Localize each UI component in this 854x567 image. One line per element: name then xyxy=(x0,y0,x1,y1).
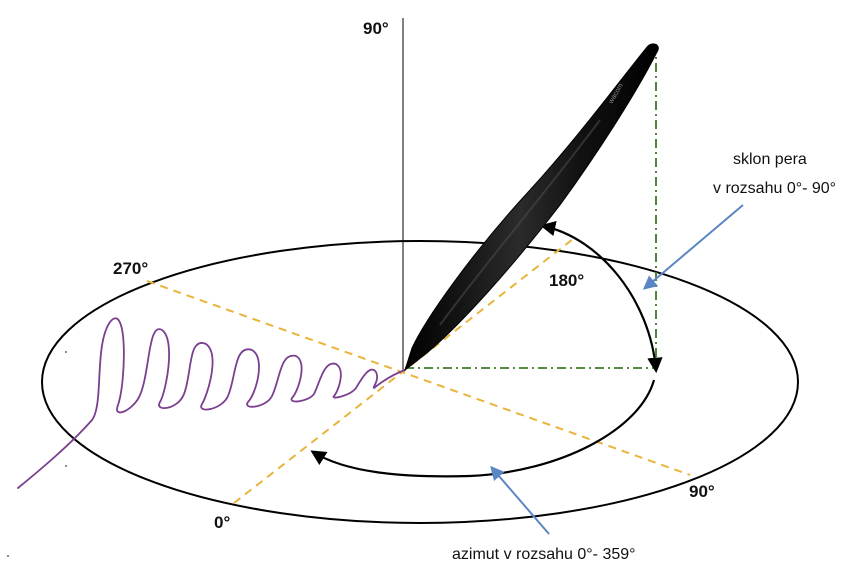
azimuth-range-label: azimut v rozsahu 0°- 359° xyxy=(452,546,636,563)
azimuth-0-label: 0° xyxy=(214,513,230,532)
tilt-label-line1: sklon pera xyxy=(733,151,807,168)
azimuth-270-label: 270° xyxy=(113,259,148,278)
azimuth-90-label: 90° xyxy=(689,482,715,501)
tilt-label-line2: v rozsahu 0°- 90° xyxy=(713,180,836,197)
vertical-90-label: 90° xyxy=(363,19,389,38)
azimuth-pointer-arrow xyxy=(490,465,550,535)
stray-dot xyxy=(65,465,67,467)
azimuth-axis-270-90 xyxy=(146,280,691,476)
azimuth-ellipse xyxy=(41,240,799,524)
tilt-arc xyxy=(539,221,663,374)
pen-highlight xyxy=(439,119,601,326)
stray-dot xyxy=(7,555,9,557)
azimuth-arc xyxy=(310,379,656,478)
handwriting-stroke xyxy=(17,317,406,489)
tilt-pointer-arrow xyxy=(642,204,744,290)
stray-dot xyxy=(65,351,67,353)
azimuth-180-label: 180° xyxy=(549,271,584,290)
stylus-pen: wacom xyxy=(404,43,659,372)
